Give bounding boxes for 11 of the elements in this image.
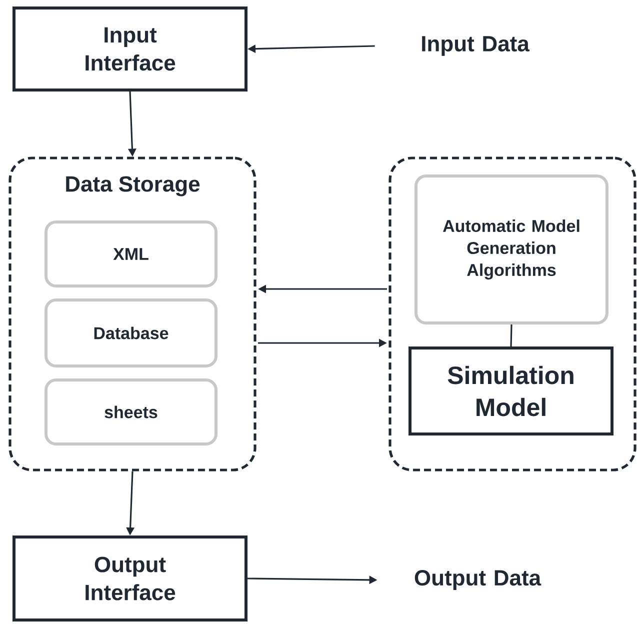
model-container xyxy=(388,156,636,472)
format-box: Database xyxy=(44,298,218,368)
simulation-model-box: Simulation Model xyxy=(408,346,614,436)
data-label: Output Data xyxy=(414,570,542,590)
data-label: Input Data xyxy=(422,36,530,56)
format-box: sheets xyxy=(44,378,218,446)
format-box: XML xyxy=(44,220,218,288)
input-interface-box: Input Interface xyxy=(12,6,248,92)
output-interface-box: Output Interface xyxy=(12,536,248,622)
connector-line xyxy=(510,324,512,347)
algorithm-box: Automatic Model Generation Algorithms xyxy=(414,174,608,324)
